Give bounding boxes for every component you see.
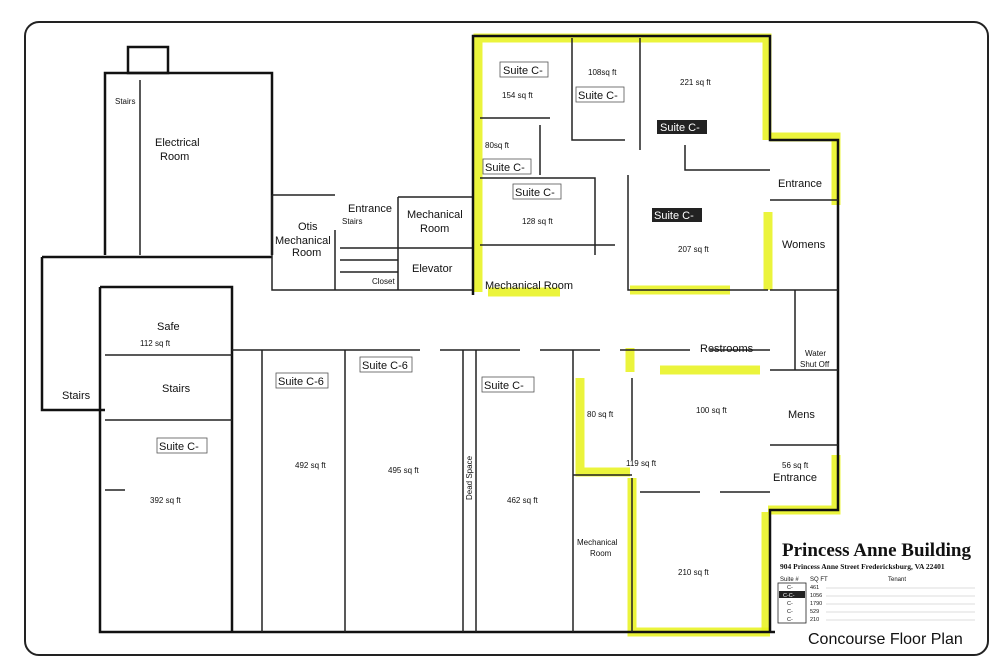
sheet-border: [24, 21, 989, 656]
label-mech-bottom-room: Room: [590, 549, 612, 558]
suite-label: Suite C-: [515, 187, 555, 199]
legend-sqft: 210: [810, 617, 819, 623]
label-electrical: Electrical: [155, 137, 200, 149]
label-mens: Mens: [788, 409, 815, 421]
label-stairs-top: Stairs: [115, 97, 135, 106]
suite-area: 100 sq ft: [696, 406, 727, 415]
suite-area: 108sq ft: [588, 68, 617, 77]
suite-label: Suite C-: [503, 65, 543, 77]
label-safe: Safe: [157, 321, 180, 333]
label-water: Water: [805, 349, 826, 358]
legend-suite: C-: [787, 609, 793, 615]
legend-suite: C-: [787, 585, 793, 591]
label-restrooms: Restrooms: [700, 343, 754, 355]
label-mech-bottom: Mechanical: [577, 538, 618, 547]
suite-labels: Suite C- 154 sq ft 108sq ft Suite C- 221…: [150, 61, 727, 577]
suite-area: 128 sq ft: [522, 217, 553, 226]
suite-area: 154 sq ft: [502, 91, 533, 100]
label-mechanical: Mechanical: [407, 209, 463, 221]
plan-title: Concourse Floor Plan: [808, 631, 963, 648]
title-block: Princess Anne Building 904 Princess Anne…: [777, 540, 975, 648]
building-address: 904 Princess Anne Street Fredericksburg,…: [780, 562, 945, 571]
legend-sqft: 1790: [810, 601, 822, 607]
label-otis-mech: Mechanical: [275, 235, 331, 247]
label-entrance-bottom-area: 56 sq ft: [782, 461, 809, 470]
legend-header: SQ FT: [810, 577, 828, 583]
suite-label: Suite C-: [660, 122, 700, 134]
suite-label: Suite C-: [578, 90, 618, 102]
legend-sqft: 529: [810, 609, 819, 615]
legend-suite: C-: [787, 617, 793, 623]
label-entrance-stairs: Entrance: [348, 203, 392, 215]
suite-area: 492 sq ft: [295, 461, 326, 470]
legend-sqft: 461: [810, 585, 819, 591]
suite-area: 462 sq ft: [507, 496, 538, 505]
label-stairs-mid: Stairs: [162, 383, 191, 395]
suite-area: 210 sq ft: [678, 568, 709, 577]
suite-label: Suite C-6: [362, 360, 408, 372]
label-safe-area: 112 sq ft: [140, 339, 171, 348]
suite-label: Suite C-: [484, 380, 524, 392]
label-dead-space: Dead Space: [465, 455, 474, 500]
label-otis: Otis: [298, 221, 318, 233]
legend-suite: C-C-: [783, 593, 795, 599]
legend-header: Suite #: [780, 577, 799, 583]
legend-suite: C-: [787, 601, 793, 607]
label-womens: Womens: [782, 239, 826, 251]
suite-area: 221 sq ft: [680, 78, 711, 87]
label-electrical-room: Room: [160, 151, 189, 163]
suite-label: Suite C-6: [278, 376, 324, 388]
room-labels: Stairs Electrical Room Otis Mechanical R…: [62, 97, 830, 558]
suite-label: Suite C-: [485, 162, 525, 174]
label-shut-off: Shut Off: [800, 360, 830, 369]
suite-area: 80sq ft: [485, 141, 510, 150]
legend-header: Tenant: [888, 577, 906, 583]
label-mechanical-room: Room: [420, 223, 449, 235]
suite-label: Suite C-: [159, 441, 199, 453]
label-mechanical-room-yellow: Mechanical Room: [485, 280, 573, 292]
label-stairs: Stairs: [342, 217, 362, 226]
suite-area: 80 sq ft: [587, 410, 614, 419]
legend-sqft: 1056: [810, 593, 822, 599]
suite-label: Suite C-: [654, 210, 694, 222]
suite-area: 392 sq ft: [150, 496, 181, 505]
suite-area: 207 sq ft: [678, 245, 709, 254]
label-entrance-top: Entrance: [778, 178, 822, 190]
label-stairs-left: Stairs: [62, 390, 91, 402]
label-entrance-bottom: Entrance: [773, 472, 817, 484]
suite-area: 119 sq ft: [626, 459, 657, 468]
building-name: Princess Anne Building: [782, 540, 971, 561]
suite-legend-table: Suite # SQ FT Tenant C- C-C- C- C- C- 46…: [777, 577, 975, 624]
label-otis-room: Room: [292, 247, 321, 259]
walls: [40, 34, 840, 634]
label-elevator: Elevator: [412, 263, 453, 275]
suite-area: 495 sq ft: [388, 466, 419, 475]
label-closet: Closet: [372, 277, 395, 286]
